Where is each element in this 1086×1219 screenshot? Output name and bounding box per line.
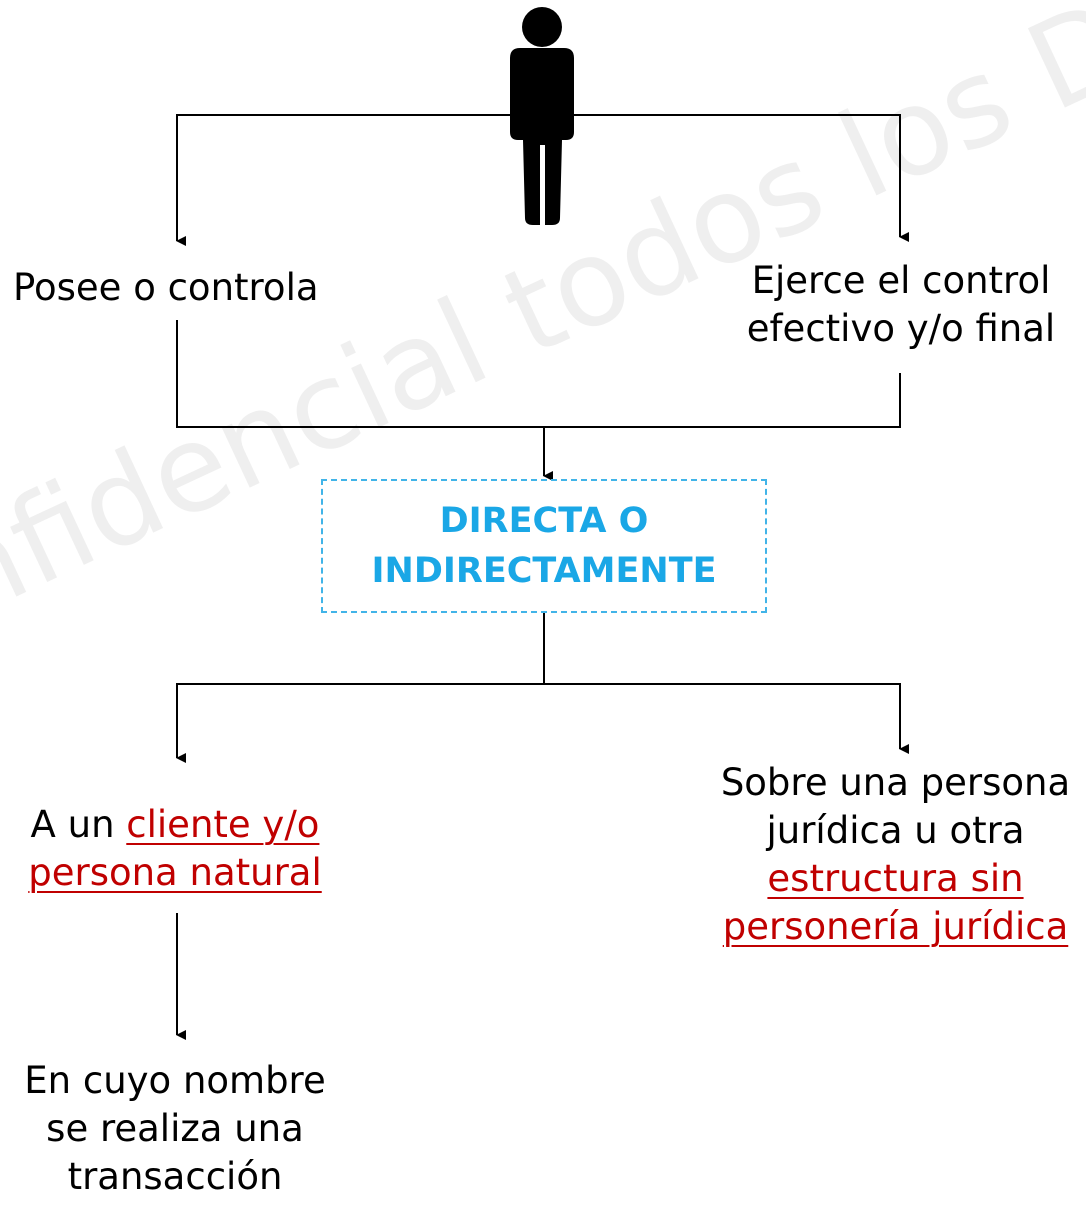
- node-cliente: A un cliente y/o persona natural: [0, 801, 350, 897]
- link-persona-natural[interactable]: persona natural: [28, 851, 322, 894]
- node-ejerce-line1: Ejerce el control: [751, 259, 1051, 302]
- node-ejerce-line2: efectivo y/o final: [746, 307, 1056, 350]
- node-pj-line1: Sobre una persona: [720, 761, 1071, 804]
- node-pj-line2: jurídica u otra: [766, 809, 1025, 852]
- box-line1: DIRECTA O: [439, 501, 649, 541]
- box-line2: INDIRECTAMENTE: [371, 551, 717, 591]
- link-personeria-juridica[interactable]: personería jurídica: [722, 905, 1069, 948]
- node-persona-juridica: Sobre una persona jurídica u otra estruc…: [705, 759, 1086, 951]
- lower-branch-line: [176, 683, 901, 758]
- node-tx-line3: transacción: [67, 1155, 283, 1198]
- node-transaccion: En cuyo nombre se realiza una transacció…: [0, 1057, 350, 1201]
- node-tx-line1: En cuyo nombre: [24, 1059, 326, 1102]
- node-posee-o-controla: Posee o controla: [13, 266, 319, 309]
- merge-line: [176, 320, 901, 428]
- node-cliente-prefix: A un: [30, 803, 127, 846]
- node-ejerce-control: Ejerce el control efectivo y/o final: [719, 257, 1083, 353]
- person-silhouette-icon: [510, 7, 574, 225]
- link-estructura-sin[interactable]: estructura sin: [767, 857, 1024, 900]
- link-cliente[interactable]: cliente y/o: [126, 803, 320, 846]
- directa-indirectamente-box: DIRECTA O INDIRECTAMENTE: [321, 479, 767, 613]
- node-tx-line2: se realiza una: [46, 1107, 304, 1150]
